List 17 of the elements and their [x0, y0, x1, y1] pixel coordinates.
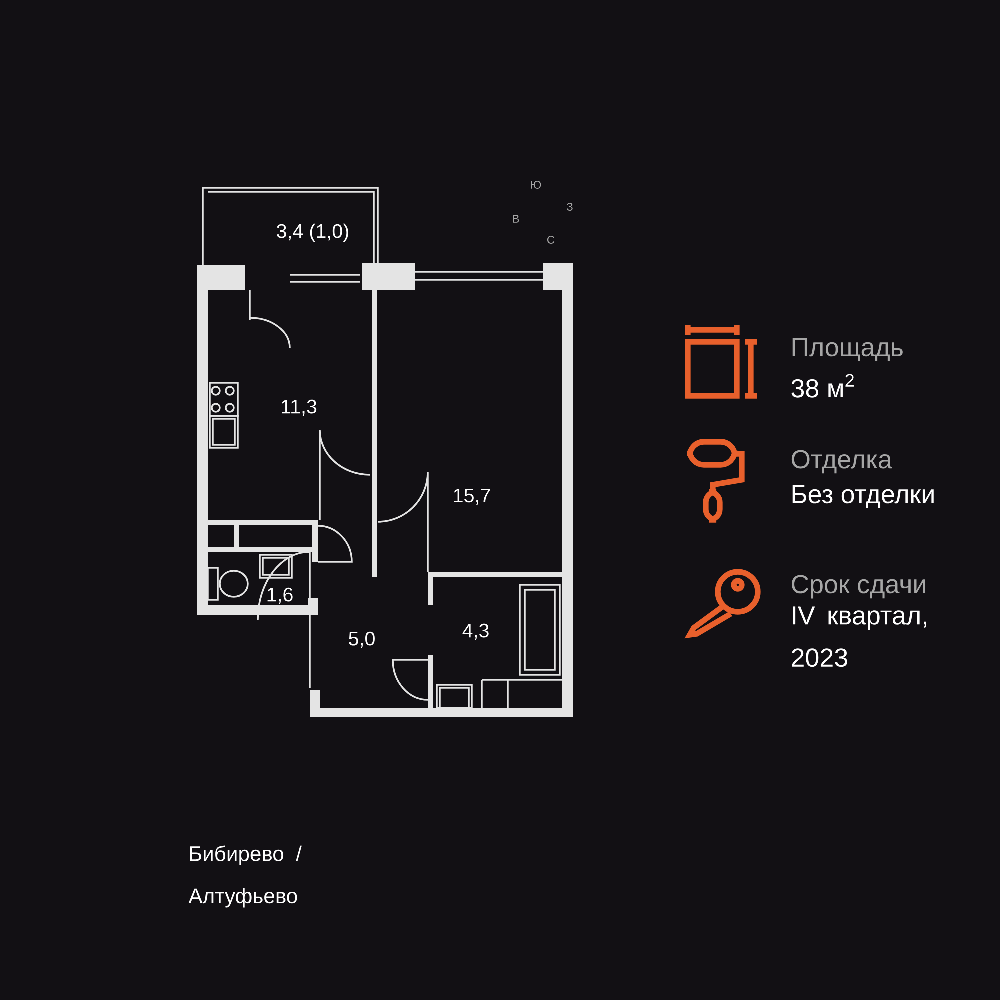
compass-letter: З	[567, 203, 573, 211]
info-heading: Отделка	[792, 450, 892, 474]
info-heading: Срок сдачи	[792, 575, 926, 599]
info-value: IV квартал, 2023	[792, 606, 926, 668]
compass-letter: В	[513, 215, 520, 223]
info-value: 38 м$^{2}$	[792, 374, 854, 398]
room-area: 1,6	[268, 588, 293, 604]
room-area: 15,7	[454, 488, 490, 506]
room-area: 4,3	[462, 624, 489, 640]
info-value: Без отделки	[792, 485, 934, 509]
room-area: 5,0	[349, 632, 375, 648]
compass-letter: С	[548, 236, 555, 244]
room-area: 11,3	[282, 400, 317, 416]
station-name: Бибирево / Алтуфьево	[188, 846, 302, 908]
compass-letter: Ю	[531, 181, 542, 189]
room-area: 3,4 (1,0)	[277, 224, 348, 242]
info-heading: Площадь	[792, 338, 903, 362]
